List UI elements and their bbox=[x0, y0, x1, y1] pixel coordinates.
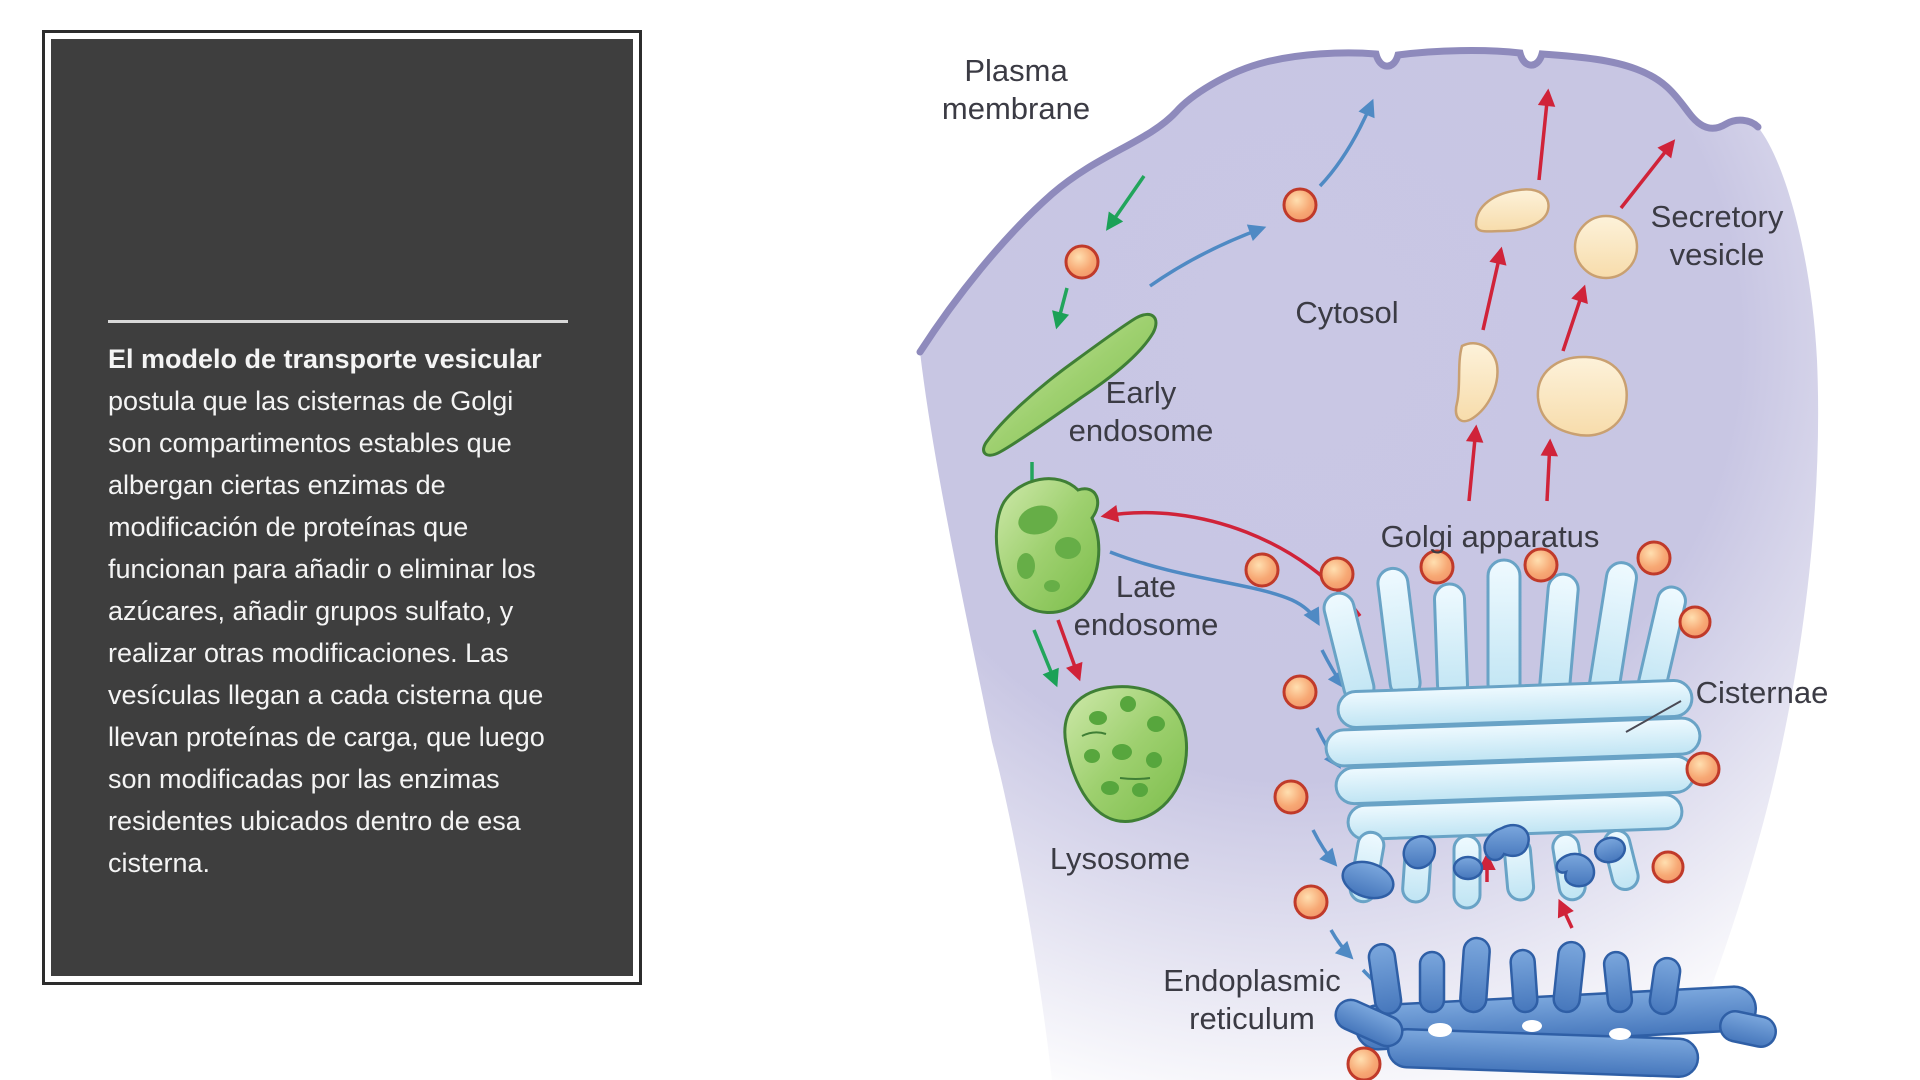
golgi-cisterna-sac bbox=[1324, 716, 1702, 768]
lysosome-granule bbox=[1147, 716, 1165, 732]
cell-diagram: Plasma membrane Cytosol Early endosome L… bbox=[720, 0, 1920, 1080]
lysosome-membrane-line bbox=[1119, 777, 1151, 780]
er-branch bbox=[1367, 942, 1403, 1016]
transport-vesicle bbox=[1282, 674, 1318, 710]
transport-vesicle bbox=[1651, 850, 1685, 884]
transport-vesicle bbox=[1523, 547, 1559, 583]
green-arrow-vesicle-to-early-endosome bbox=[1052, 287, 1070, 330]
label-late-endosome: Late endosome bbox=[1073, 569, 1219, 642]
label-endoplasmic-reticulum: Endoplasmic reticulum bbox=[1163, 963, 1341, 1036]
er-blob bbox=[1341, 860, 1395, 900]
golgi-cis-finger bbox=[1432, 582, 1470, 702]
er-blob bbox=[1555, 852, 1596, 888]
text-panel-inner: El modelo de transporte vesicular postul… bbox=[51, 39, 633, 976]
er-blob bbox=[1452, 855, 1484, 881]
transport-vesicle bbox=[1273, 779, 1309, 815]
cisternae-pointer-line bbox=[1625, 700, 1682, 733]
label-lysosome: Lysosome bbox=[1049, 841, 1191, 876]
late-endosome-patch bbox=[1018, 505, 1058, 535]
er-branch bbox=[1418, 950, 1446, 1014]
blue-arrow-endosome-recycling-2 bbox=[1318, 98, 1375, 188]
transport-vesicle bbox=[1244, 552, 1280, 588]
transport-vesicle bbox=[1419, 549, 1455, 585]
transport-vesicle bbox=[1064, 244, 1100, 280]
er-lumen-gap bbox=[1522, 1020, 1542, 1032]
er-blob bbox=[1402, 835, 1437, 870]
secretory-vesicle-shape bbox=[1474, 188, 1550, 233]
er-branch bbox=[1509, 948, 1539, 1014]
transport-vesicle bbox=[1636, 540, 1672, 576]
transport-vesicle bbox=[1346, 1046, 1382, 1080]
secretory-vesicle-shape bbox=[1536, 355, 1628, 437]
lysosome-granule bbox=[1120, 696, 1136, 712]
panel-textblock: El modelo de transporte vesicular postul… bbox=[108, 338, 628, 884]
lysosome-granule bbox=[1101, 781, 1119, 795]
red-arrow-vesicle-left-to-membrane bbox=[1537, 88, 1556, 181]
endoplasmic-reticulum bbox=[1334, 823, 1777, 1078]
golgi-cis-finger bbox=[1486, 558, 1522, 702]
lysosome-granule bbox=[1089, 711, 1107, 725]
transport-vesicle bbox=[1319, 556, 1355, 592]
late-endosome-patch bbox=[1044, 580, 1060, 592]
label-cytosol: Cytosol bbox=[1295, 295, 1399, 330]
red-arrow-vesicle-left-up bbox=[1481, 246, 1507, 331]
red-arrow-late-endosome-to-lysosome bbox=[1056, 619, 1083, 682]
er-lumen-gap bbox=[1428, 1023, 1452, 1037]
cell-diagram-svg bbox=[916, 47, 1819, 1080]
er-lumen-gap bbox=[1609, 1028, 1631, 1040]
lysosome bbox=[1063, 685, 1189, 823]
blue-arrow-endosome-recycling-1 bbox=[1148, 224, 1267, 288]
er-branch bbox=[1602, 950, 1634, 1014]
plasma-membrane-line bbox=[916, 47, 1762, 356]
transport-vesicle bbox=[1293, 884, 1329, 920]
blue-arrow-late-endosome-to-golgi bbox=[1109, 550, 1320, 627]
panel-divider bbox=[108, 320, 568, 323]
panel-title: El modelo de transporte vesicular bbox=[108, 344, 542, 374]
er-branch bbox=[1719, 1010, 1777, 1048]
transport-vesicle bbox=[1685, 751, 1721, 787]
lysosome-membrane-line bbox=[1081, 731, 1107, 737]
red-arrow-vesicle-right-up bbox=[1561, 284, 1588, 352]
early-endosome-body bbox=[982, 312, 1158, 457]
secretory-vesicle-shape bbox=[1454, 341, 1499, 423]
er-branch bbox=[1552, 940, 1586, 1014]
early-endosome bbox=[982, 312, 1158, 457]
green-arrow-late-endosome-to-lysosome bbox=[1032, 629, 1059, 688]
label-cisternae: Cisternae bbox=[1695, 675, 1829, 710]
late-endosome bbox=[994, 477, 1101, 614]
blue-arrow-golgi-chain-3 bbox=[1311, 829, 1338, 867]
late-endosome-patch bbox=[1055, 537, 1081, 559]
red-arrow-golgi-to-vesicle-left bbox=[1465, 424, 1484, 502]
label-plasma-membrane: Plasma membrane bbox=[941, 53, 1091, 126]
blue-arrow-golgi-chain-4 bbox=[1329, 929, 1354, 960]
label-secretory-vesicle: Secretory vesicle bbox=[1650, 199, 1784, 272]
lysosome-granule bbox=[1146, 752, 1162, 768]
er-trunk bbox=[1386, 1028, 1700, 1078]
golgi-cisterna-sac bbox=[1336, 678, 1694, 730]
golgi-apparatus bbox=[1322, 558, 1702, 910]
secretory-vesicles bbox=[1454, 188, 1639, 437]
red-arrow-er-to-golgi-2 bbox=[1557, 898, 1574, 929]
secretory-vesicle-shape bbox=[1573, 214, 1639, 280]
late-endosome-patch bbox=[1017, 553, 1035, 579]
lysosome-granule bbox=[1084, 749, 1100, 763]
transport-vesicle bbox=[1282, 187, 1318, 223]
late-endosome-body bbox=[994, 477, 1101, 614]
green-arrow-membrane-to-vesicle bbox=[1106, 175, 1146, 231]
transport-vesicle bbox=[1678, 605, 1712, 639]
lysosome-granule bbox=[1132, 783, 1148, 797]
label-early-endosome: Early endosome bbox=[1068, 375, 1214, 448]
text-panel: El modelo de transporte vesicular postul… bbox=[42, 30, 642, 985]
transport-vesicles bbox=[1064, 187, 1721, 1080]
er-blob bbox=[1593, 836, 1627, 864]
label-golgi-apparatus: Golgi apparatus bbox=[1380, 519, 1600, 554]
red-arrow-golgi-to-vesicle-right bbox=[1540, 438, 1559, 502]
panel-body-text: postula que las cisternas de Golgi son c… bbox=[108, 386, 545, 878]
er-branch bbox=[1648, 956, 1682, 1016]
red-arrow-vesicle-right-to-membrane bbox=[1619, 139, 1676, 210]
er-branch bbox=[1459, 936, 1491, 1014]
er-branch bbox=[1334, 998, 1404, 1048]
er-blob bbox=[1483, 823, 1530, 862]
lysosome-granule bbox=[1112, 744, 1132, 760]
